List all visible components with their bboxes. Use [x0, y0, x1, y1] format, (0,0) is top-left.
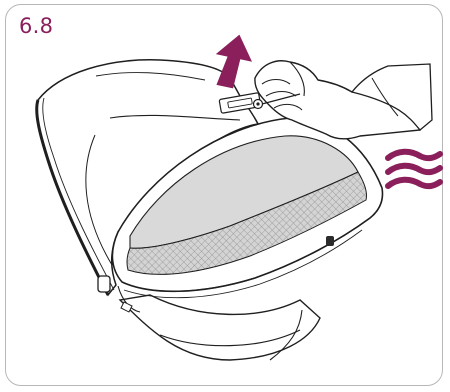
clip-pin-inner — [256, 102, 259, 105]
hood-button — [326, 236, 334, 246]
wind-icon — [388, 152, 440, 186]
hinge-left — [98, 276, 110, 292]
seat-body — [120, 295, 320, 360]
